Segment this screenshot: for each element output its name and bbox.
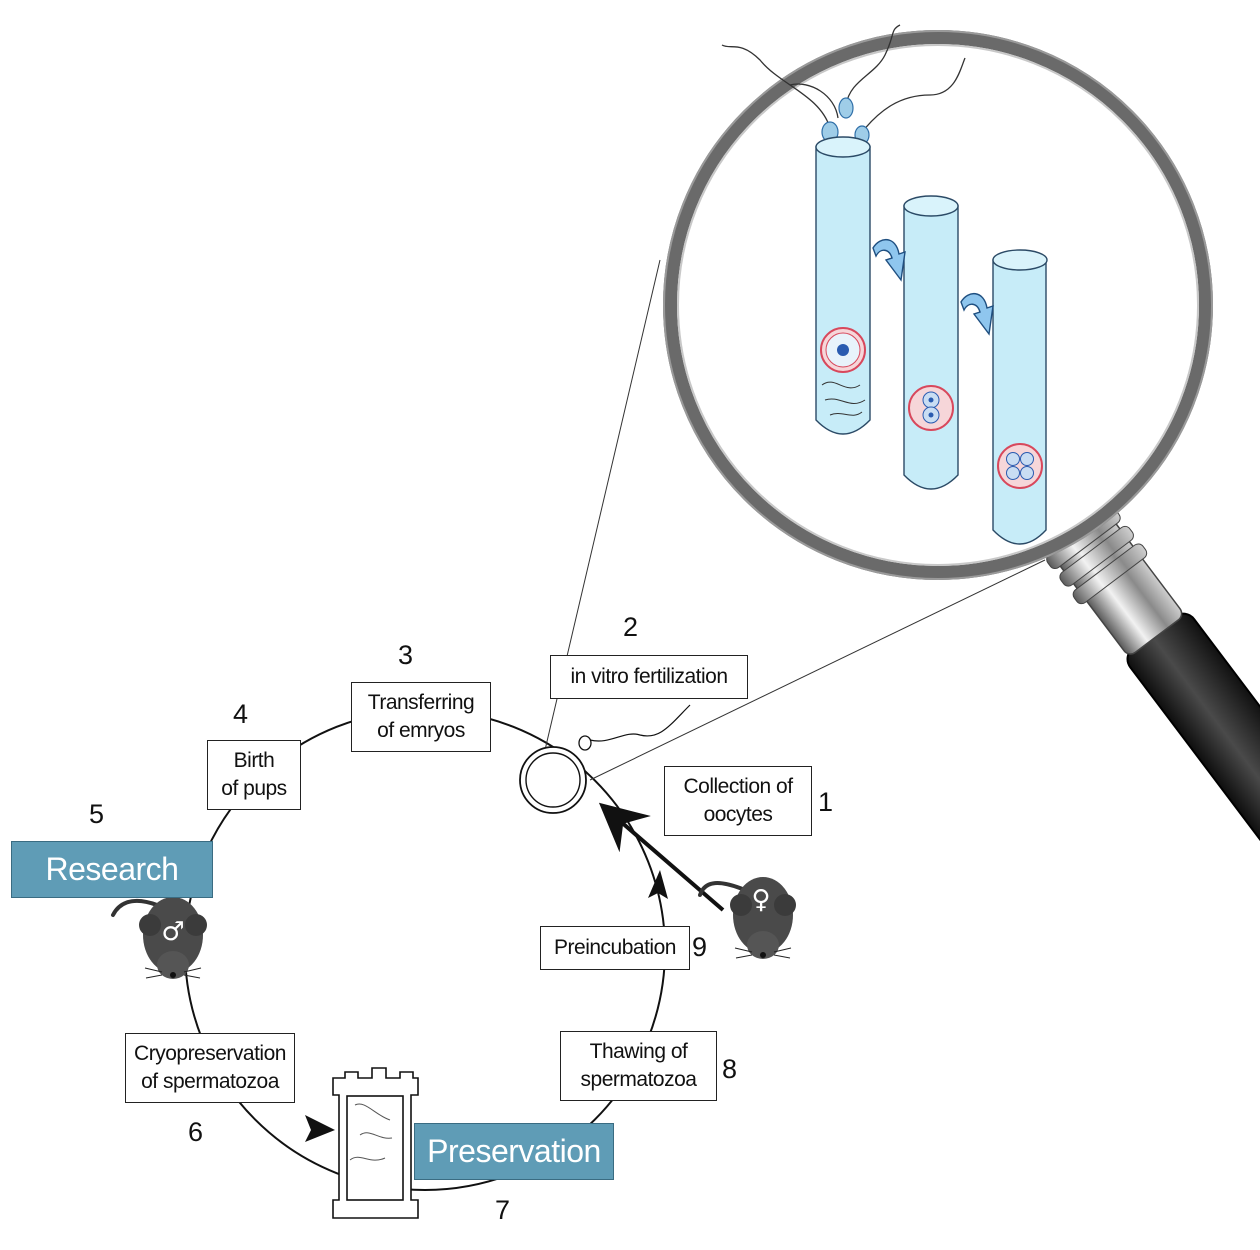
- step-5-number: 5: [89, 799, 105, 829]
- cycle-arrowheads: [305, 870, 668, 1142]
- step-2-label: in vitro fertilization: [550, 655, 748, 699]
- step-9-number: 9: [692, 932, 708, 962]
- step-5-research-banner: Research: [11, 841, 213, 898]
- step-7-preservation-banner: Preservation: [414, 1123, 614, 1180]
- step-7-number: 7: [495, 1195, 511, 1225]
- oocyte-icon: [820, 327, 1043, 489]
- mouse-female-icon: ♀: [698, 877, 796, 959]
- magnifying-glass-icon: [663, 30, 1260, 852]
- step-1-number: 1: [818, 787, 834, 817]
- curved-arrow-icon: [872, 239, 994, 336]
- oocyte-collection-arrow: [598, 802, 725, 912]
- step-9-label: Preincubation: [540, 926, 690, 970]
- sperm-icon: [721, 24, 966, 133]
- step-8-number: 8: [722, 1054, 738, 1084]
- storage-tank-icon: [332, 1067, 419, 1219]
- zoom-line-bottom: [589, 559, 1046, 781]
- female-symbol: ♀: [751, 885, 770, 915]
- mouse-male-icon: ♂: [111, 897, 207, 979]
- step-2-number: 2: [623, 612, 639, 642]
- step-4-number: 4: [233, 699, 249, 729]
- step-3-number: 3: [398, 640, 414, 670]
- cycle-oocyte-icon: [519, 704, 691, 814]
- male-symbol: ♂: [161, 917, 184, 947]
- step-6-number: 6: [188, 1117, 204, 1147]
